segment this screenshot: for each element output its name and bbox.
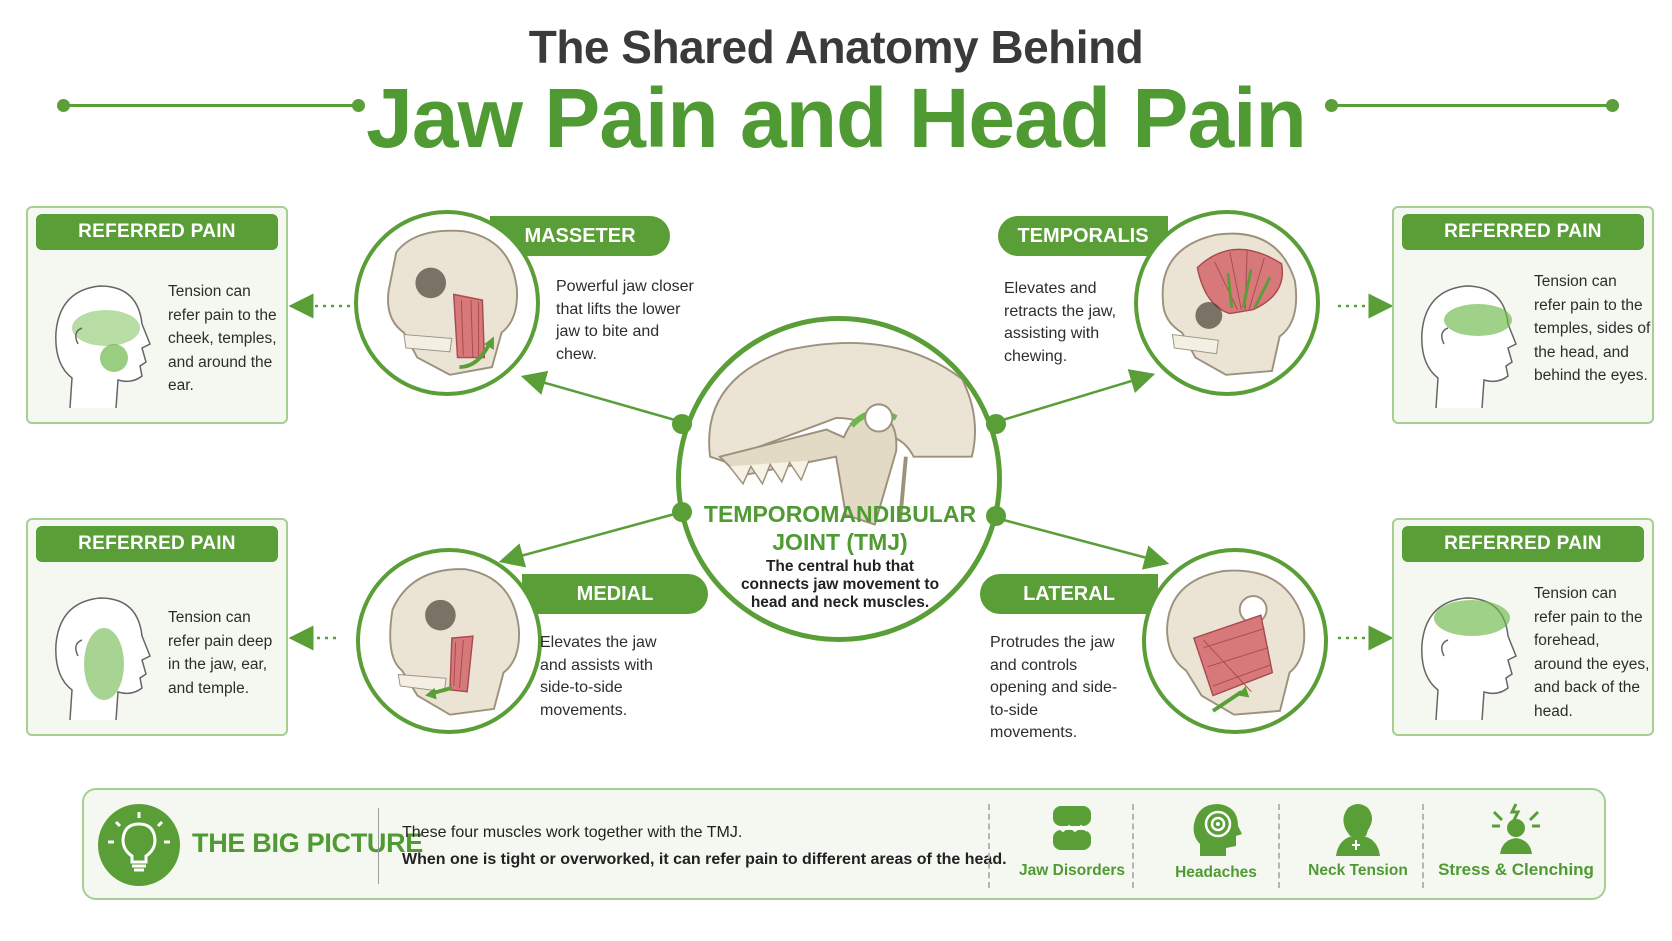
neck-icon xyxy=(1336,804,1380,856)
referred-pain-label: REFERRED PAIN xyxy=(1402,526,1644,562)
item-label: Neck Tension xyxy=(1308,862,1408,879)
referred-pain-label: REFERRED PAIN xyxy=(36,526,278,562)
head-profile-icon xyxy=(55,597,151,721)
title-top: The Shared Anatomy Behind xyxy=(528,21,1144,73)
referred-pain-text: Tension can refer pain to the forehead, … xyxy=(1534,585,1650,720)
referred-pain-text: Tension can refer pain to the cheek, tem… xyxy=(168,283,277,394)
medial-pterygoid-description: Elevates the jaw and assists with side-t… xyxy=(540,634,657,719)
big-picture-line2: When one is tight or overworked, it can … xyxy=(402,851,1007,868)
tmj-title: TEMPOROMANDIBULAR JOINT (TMJ) xyxy=(700,500,980,556)
divider xyxy=(988,804,990,888)
lateral-pterygoid-label: LATERAL PTERYGOID xyxy=(980,574,1158,645)
lightbulb-icon xyxy=(98,804,180,886)
title-rule-right xyxy=(1325,99,1619,112)
head-profile-icon xyxy=(1421,285,1517,409)
referred-pain-text: Tension can refer pain deep in the jaw, … xyxy=(168,609,273,697)
medial-pterygoid-illustration xyxy=(356,548,542,734)
head-profile-icon xyxy=(55,285,151,409)
title-rule-left xyxy=(57,99,365,112)
connector-node xyxy=(672,502,692,522)
medial-pterygoid-label: MEDIAL PTERYGOID xyxy=(522,574,708,645)
connector-node xyxy=(986,506,1006,526)
masseter-description: Powerful jaw closer that lifts the lower… xyxy=(556,278,694,363)
stress-icon xyxy=(1492,803,1540,854)
jaw-icon xyxy=(1053,806,1091,850)
connector-node xyxy=(672,414,692,434)
referred-pain-text: Tension can refer pain to the temples, s… xyxy=(1534,273,1651,384)
item-label: Stress & Clenching xyxy=(1438,860,1594,879)
big-picture-panel: THE BIG PICTURE These four muscles work … xyxy=(82,788,1606,900)
referred-pain-label: REFERRED PAIN xyxy=(1402,214,1644,250)
divider xyxy=(1422,804,1424,888)
head-target-icon xyxy=(1193,804,1242,856)
item-label: Jaw Disorders xyxy=(1019,862,1125,879)
page-title: Jaw Pain and Head Pain xyxy=(366,71,1307,165)
big-picture-line1: These four muscles work together with th… xyxy=(402,824,743,841)
big-picture-title: THE BIG PICTURE xyxy=(192,828,424,858)
tmj-title-line1: TEMPOROMANDIBULAR xyxy=(703,501,977,527)
lateral-pterygoid-illustration xyxy=(1142,548,1328,734)
divider xyxy=(378,808,379,884)
stress-clenching-item: Stress & Clenching xyxy=(1430,800,1602,880)
referred-pain-card-4: REFERRED PAIN Tension can refer pain to … xyxy=(1392,518,1654,736)
temporalis-description: Elevates and retracts the jaw, assisting… xyxy=(1004,280,1117,365)
referred-pain-card-2: REFERRED PAIN Tension can refer pain dee… xyxy=(26,518,288,736)
temporalis-label: TEMPORALIS xyxy=(998,216,1168,256)
lateral-pterygoid-description: Protrudes the jaw and controls opening a… xyxy=(990,634,1118,741)
temporalis-illustration xyxy=(1134,210,1320,396)
item-label: Headaches xyxy=(1175,864,1257,881)
divider xyxy=(1278,804,1280,888)
jaw-disorders-item: Jaw Disorders xyxy=(1010,800,1134,880)
tmj-description: The central hub that connects jaw moveme… xyxy=(740,558,940,611)
tmj-illustration xyxy=(676,316,1002,642)
divider xyxy=(1132,804,1134,888)
tmj-title-line2: JOINT (TMJ) xyxy=(772,529,908,555)
headaches-item: Headaches xyxy=(1154,800,1278,882)
referred-pain-card-3: REFERRED PAIN Tension can refer pain to … xyxy=(1392,206,1654,424)
referred-pain-label: REFERRED PAIN xyxy=(36,214,278,250)
referred-pain-card-1: REFERRED PAIN Tension can refer pain to … xyxy=(26,206,288,424)
neck-tension-item: Neck Tension xyxy=(1296,800,1420,880)
masseter-illustration xyxy=(354,210,540,396)
head-profile-icon xyxy=(1421,597,1517,721)
connector-node xyxy=(986,414,1006,434)
